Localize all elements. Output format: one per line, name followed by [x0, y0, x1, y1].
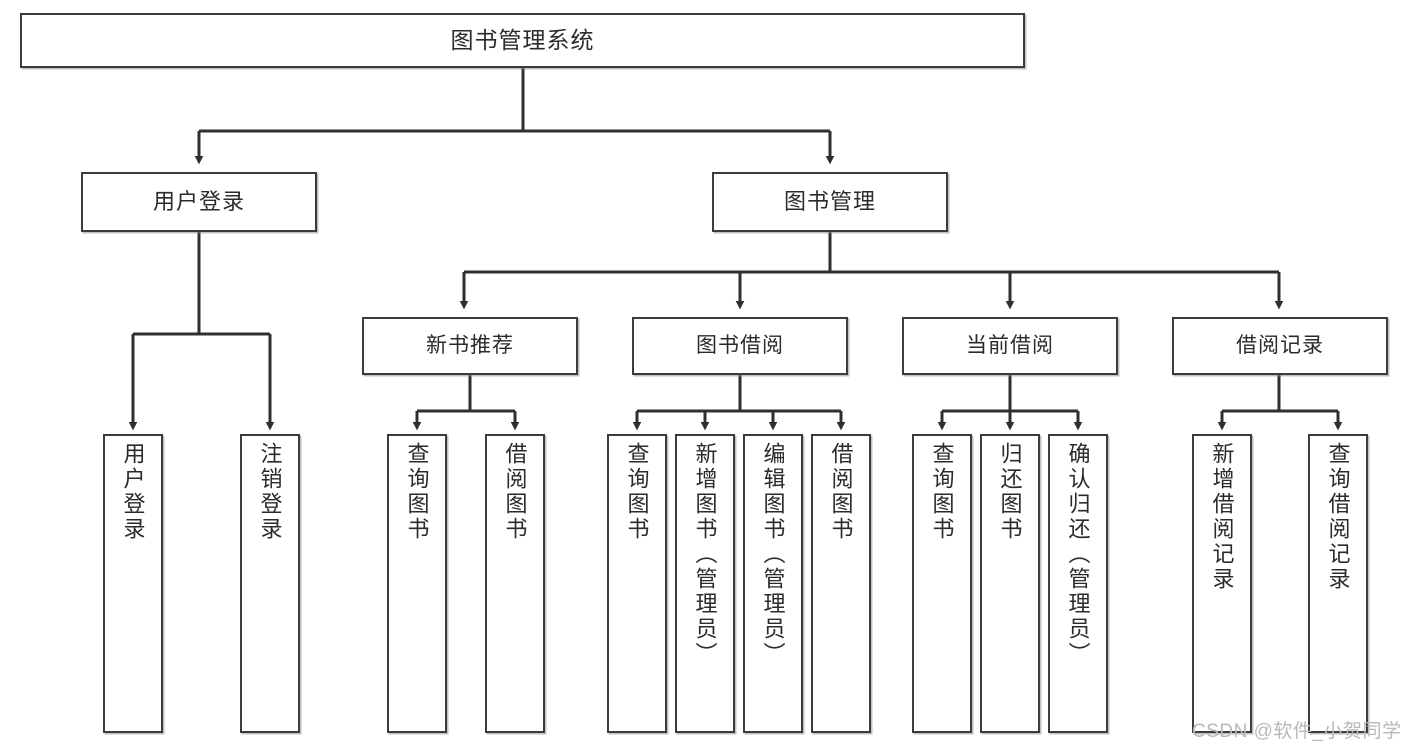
node-root-system[interactable]: 图书管理系统 [20, 13, 1025, 68]
leaf-current-query-book[interactable]: 查询图书 [912, 434, 972, 733]
leaf-recommend-borrow-book[interactable]: 借阅图书 [485, 434, 545, 733]
node-label: 查询图书 [929, 442, 955, 542]
node-label: 当前借阅 [966, 334, 1054, 358]
node-label: 查询图书 [404, 442, 430, 542]
node-label: 归还图书 [997, 442, 1023, 542]
leaf-borrow-add-book-admin[interactable]: 新增图书（管理员） [675, 434, 735, 733]
leaf-borrow-query-book[interactable]: 查询图书 [607, 434, 667, 733]
node-label: 新书推荐 [426, 334, 514, 358]
node-current-borrow[interactable]: 当前借阅 [902, 317, 1118, 375]
csdn-watermark: CSDN @软件_小贺同学 [1192, 721, 1402, 742]
node-label: 用户登录 [120, 442, 146, 542]
node-label: 确认归还（管理员） [1065, 442, 1091, 667]
node-label: 注销登录 [257, 442, 283, 542]
node-new-book-recommend[interactable]: 新书推荐 [362, 317, 578, 375]
node-label: 查询借阅记录 [1325, 442, 1351, 592]
node-label: 查询图书 [624, 442, 650, 542]
leaf-user-login-logout[interactable]: 注销登录 [240, 434, 300, 733]
leaf-borrow-edit-book-admin[interactable]: 编辑图书（管理员） [743, 434, 803, 733]
leaf-user-login-login[interactable]: 用户登录 [103, 434, 163, 733]
leaf-borrow-borrow-book[interactable]: 借阅图书 [811, 434, 871, 733]
node-label: 图书借阅 [696, 334, 784, 358]
node-user-login[interactable]: 用户登录 [81, 172, 317, 232]
node-label: 借阅图书 [828, 442, 854, 542]
node-book-management[interactable]: 图书管理 [712, 172, 948, 232]
node-label: 新增图书（管理员） [692, 442, 718, 667]
node-label: 用户登录 [152, 188, 245, 214]
leaf-current-confirm-return-admin[interactable]: 确认归还（管理员） [1048, 434, 1108, 733]
node-borrow-record[interactable]: 借阅记录 [1172, 317, 1388, 375]
leaf-record-add-record[interactable]: 新增借阅记录 [1192, 434, 1252, 733]
leaf-record-query-record[interactable]: 查询借阅记录 [1308, 434, 1368, 733]
node-label: 图书管理系统 [450, 26, 595, 53]
node-label: 借阅图书 [502, 442, 528, 542]
node-label: 借阅记录 [1236, 334, 1324, 358]
node-label: 新增借阅记录 [1209, 442, 1235, 592]
leaf-current-return-book[interactable]: 归还图书 [980, 434, 1040, 733]
node-book-borrow[interactable]: 图书借阅 [632, 317, 848, 375]
node-label: 编辑图书（管理员） [760, 442, 786, 667]
node-label: 图书管理 [783, 188, 876, 214]
leaf-recommend-query-book[interactable]: 查询图书 [387, 434, 447, 733]
